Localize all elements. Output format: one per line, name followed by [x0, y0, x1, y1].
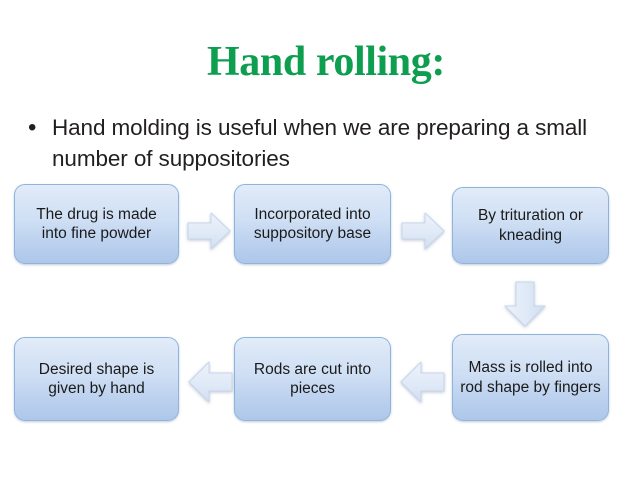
bullet-marker-icon: •	[28, 114, 37, 141]
arrow-right-icon	[400, 210, 446, 252]
flow-step-fine-powder[interactable]: The drug is made into fine powder	[14, 184, 179, 264]
arrow-left-icon	[186, 359, 234, 405]
flow-step-trituration[interactable]: By trituration or kneading	[452, 187, 609, 264]
flow-step-label: Desired shape is given by hand	[38, 360, 155, 398]
flow-step-desired-shape[interactable]: Desired shape is given by hand	[14, 337, 179, 421]
flow-step-mass-rolled[interactable]: Mass is rolled into rod shape by fingers	[452, 334, 609, 421]
flow-step-label: By trituration or kneading	[477, 207, 584, 244]
flow-step-label: Rods are cut into pieces	[253, 360, 372, 398]
arrow-left-icon	[398, 359, 446, 405]
arrow-down-icon	[500, 279, 550, 329]
flow-step-label: Mass is rolled into rod shape by fingers	[460, 359, 601, 396]
flow-step-rods-cut[interactable]: Rods are cut into pieces	[234, 337, 391, 421]
bullet-text: Hand molding is useful when we are prepa…	[52, 115, 588, 171]
flow-step-incorporated[interactable]: Incorporated into suppository base	[234, 184, 391, 264]
flow-step-label: The drug is made into fine powder	[36, 205, 157, 243]
flow-step-label: Incorporated into suppository base	[253, 205, 372, 243]
arrow-right-icon	[186, 210, 232, 252]
bullet-list-item: • Hand molding is useful when we are pre…	[28, 112, 622, 174]
page-title: Hand rolling:	[207, 39, 445, 85]
